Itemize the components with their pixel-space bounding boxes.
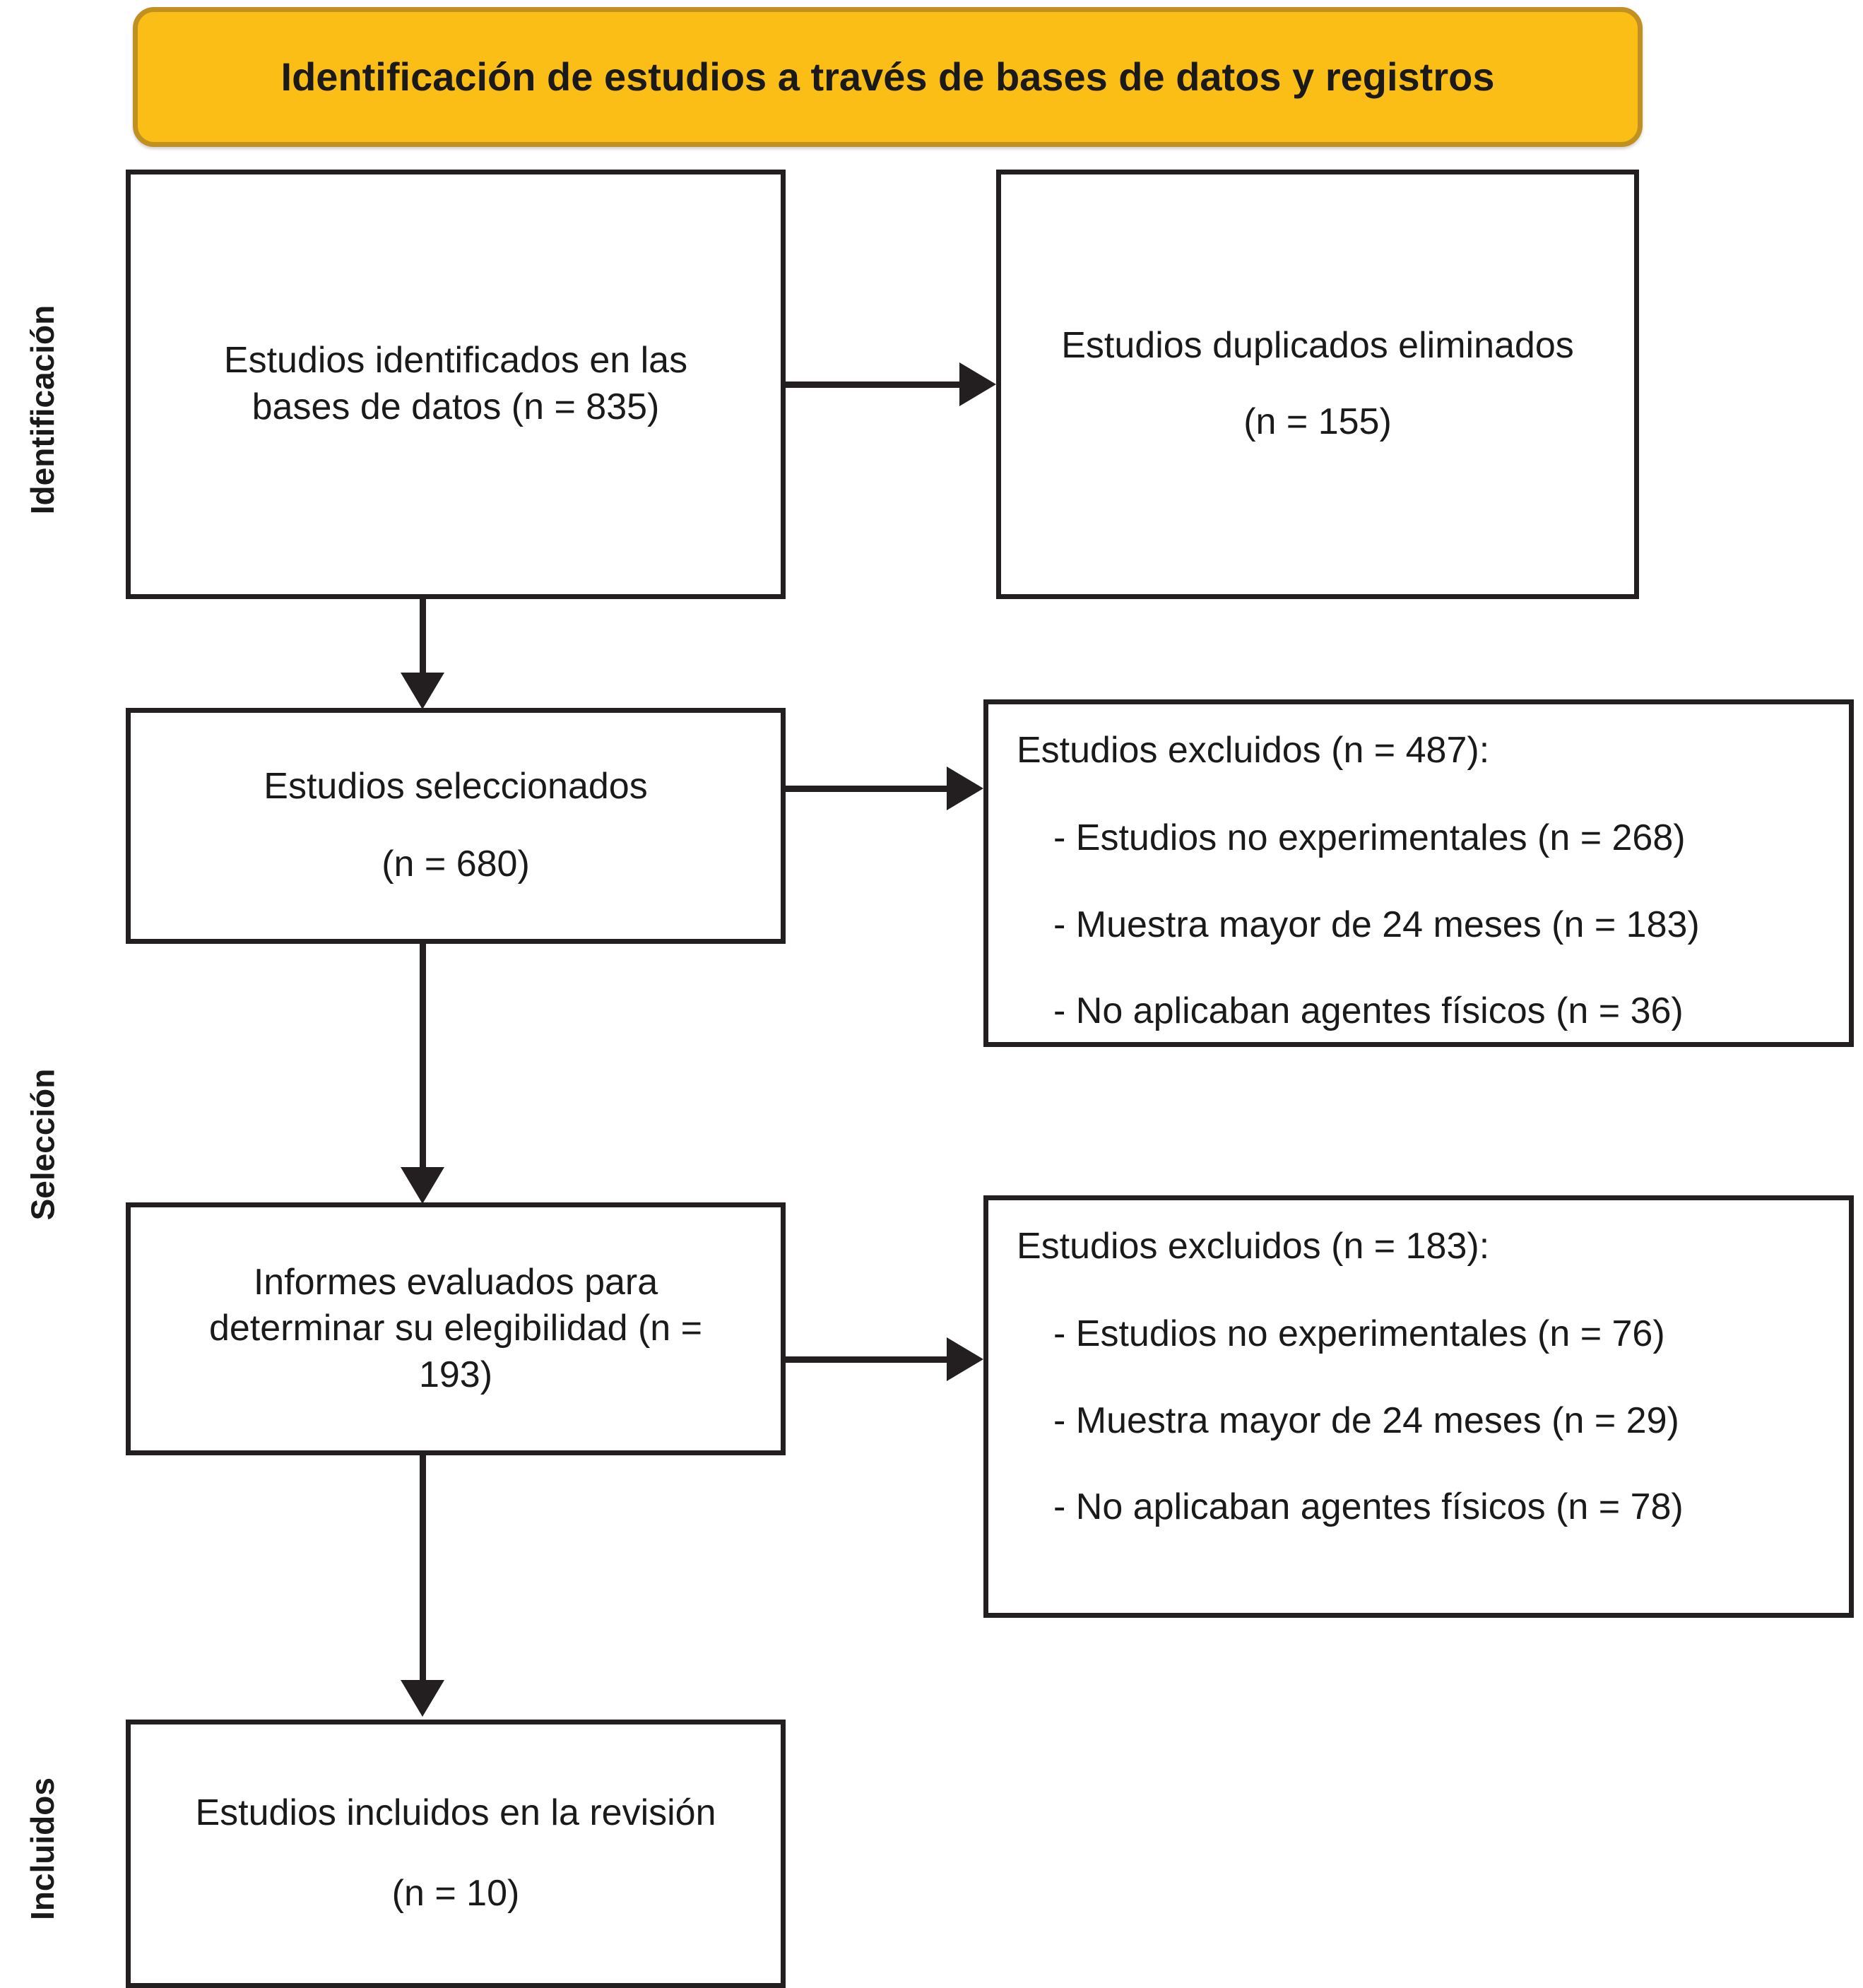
connector-screened-to-excluded-arrowhead — [947, 767, 983, 810]
box-reports-assessed-line1: Informes evaluados para — [253, 1261, 658, 1303]
box-excluded-eligibility-item-3: - No aplicaban agentes físicos (n = 78) — [1053, 1486, 1684, 1528]
box-studies-included-line2: (n = 10) — [391, 1873, 520, 1914]
connector-identified-to-screened-line — [420, 599, 426, 682]
box-excluded-eligibility-item-2: - Muestra mayor de 24 meses (n = 29) — [1053, 1400, 1679, 1441]
connector-eligibility-to-included-line — [420, 1455, 426, 1688]
connector-eligibility-to-included-arrowhead — [401, 1680, 444, 1717]
box-duplicates-removed-line2: (n = 155) — [1243, 401, 1392, 442]
connector-eligibility-to-excluded-arrowhead — [947, 1337, 983, 1381]
box-studies-screened-line1: Estudios seleccionados — [264, 766, 648, 807]
box-excluded-screening-item-3: - No aplicaban agentes físicos (n = 36) — [1053, 990, 1684, 1032]
connector-screened-to-excluded-line — [786, 786, 953, 792]
stage-label-incluidos-text: Incluidos — [24, 1777, 61, 1920]
connector-identified-to-duplicates-line — [786, 381, 966, 388]
box-excluded-eligibility-heading: Estudios excluidos (n = 183): — [1017, 1226, 1490, 1267]
box-excluded-screening-heading: Estudios excluidos (n = 487): — [1017, 730, 1490, 771]
box-duplicates-removed-line1: Estudios duplicados eliminados — [1061, 325, 1574, 367]
stage-label-seleccion: Selección — [0, 975, 85, 1314]
box-studies-identified-line2: bases de datos (n = 835) — [252, 386, 660, 427]
connector-screened-to-eligibility-line — [420, 944, 426, 1177]
box-excluded-eligibility: Estudios excluidos (n = 183): - Estudios… — [983, 1195, 1854, 1618]
box-studies-screened: Estudios seleccionados (n = 680) — [126, 708, 786, 944]
box-excluded-screening-item-2: - Muestra mayor de 24 meses (n = 183) — [1053, 904, 1700, 945]
box-studies-included-line1: Estudios incluidos en la revisión — [195, 1792, 716, 1834]
banner-identification-header: Identificación de estudios a través de b… — [133, 7, 1643, 147]
box-reports-assessed-line2: determinar su elegibilidad (n = — [208, 1308, 703, 1349]
connector-eligibility-to-excluded-line — [786, 1356, 953, 1363]
box-excluded-eligibility-item-1: - Estudios no experimentales (n = 76) — [1053, 1313, 1665, 1355]
box-excluded-screening: Estudios excluidos (n = 487): - Estudios… — [983, 699, 1854, 1047]
connector-screened-to-eligibility-arrowhead — [401, 1167, 444, 1204]
stage-label-identificacion: Identificación — [0, 226, 85, 593]
box-studies-identified-line1: Estudios identificados en las — [223, 340, 688, 381]
box-reports-assessed-eligibility: Informes evaluados para determinar su el… — [126, 1202, 786, 1455]
banner-title: Identificación de estudios a través de b… — [280, 54, 1495, 99]
box-studies-identified: Estudios identificados en las bases de d… — [126, 170, 786, 599]
box-studies-included: Estudios incluidos en la revisión (n = 1… — [126, 1720, 786, 1988]
box-excluded-screening-item-1: - Estudios no experimentales (n = 268) — [1053, 817, 1686, 859]
stage-label-incluidos: Incluidos — [0, 1710, 85, 1988]
box-duplicates-removed: Estudios duplicados eliminados (n = 155) — [996, 170, 1639, 599]
box-reports-assessed-line3: 193) — [418, 1354, 493, 1395]
connector-identified-to-duplicates-arrowhead — [959, 362, 996, 406]
connector-identified-to-screened-arrowhead — [401, 673, 444, 709]
box-studies-screened-line2: (n = 680) — [382, 844, 530, 884]
stage-label-identificacion-text: Identificación — [24, 304, 61, 515]
stage-label-seleccion-text: Selección — [24, 1068, 61, 1221]
